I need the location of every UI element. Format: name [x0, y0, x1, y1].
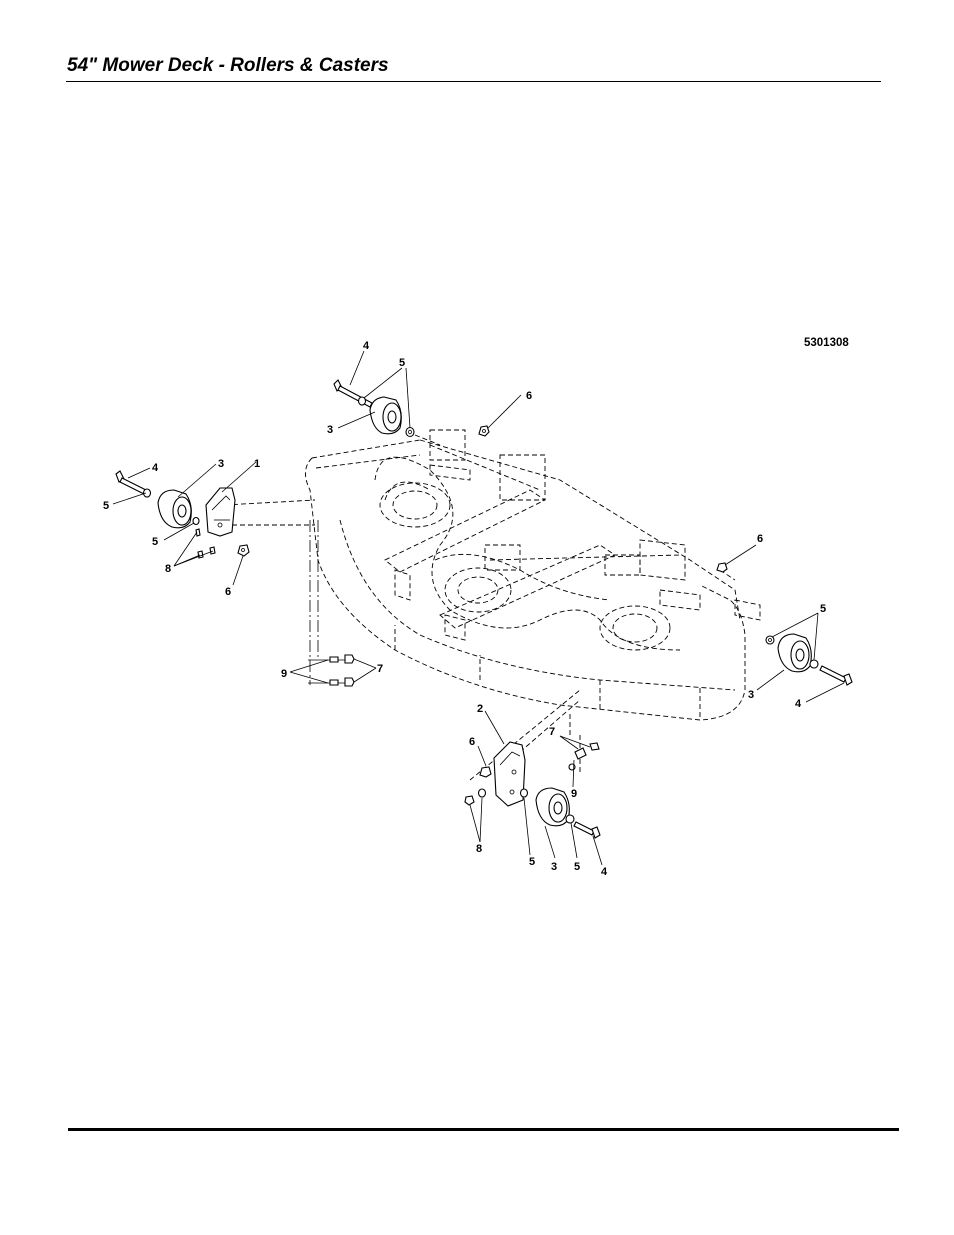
roller-3-left — [157, 489, 192, 529]
nut-6-right — [716, 562, 728, 573]
footer-divider — [68, 1128, 899, 1131]
callout-6: 6 — [469, 736, 475, 748]
bolt-4-lower — [573, 821, 601, 839]
bolt-8-lower — [464, 788, 487, 806]
washer-5-right-2 — [809, 659, 819, 669]
washer-5-top-2 — [405, 426, 415, 438]
callout-4: 4 — [363, 340, 370, 352]
nut-6-left — [237, 544, 250, 557]
callout-7: 7 — [549, 726, 555, 738]
title-divider — [66, 81, 881, 82]
callout-5: 5 — [820, 603, 826, 615]
washer-5-lower — [519, 788, 529, 798]
callout-5: 5 — [529, 856, 535, 868]
roller-3-lower — [535, 787, 570, 827]
callout-3: 3 — [748, 689, 754, 701]
callout-5: 5 — [399, 357, 405, 369]
left-fasteners-7-9 — [329, 654, 355, 687]
bolt-4-right — [819, 665, 853, 686]
roller-3-right — [777, 633, 812, 673]
callout-9: 9 — [281, 668, 287, 680]
page-title: 54" Mower Deck - Rollers & Casters — [67, 55, 389, 76]
callout-7: 7 — [377, 663, 383, 675]
bolt-8-left — [195, 528, 216, 559]
bracket-2 — [493, 741, 526, 807]
callout-labels: 5301308 4 5 6 3 4 3 1 5 5 8 6 6 5 9 7 3 … — [103, 337, 849, 878]
caster-shaft-lines — [308, 520, 345, 685]
callout-3: 3 — [551, 861, 557, 873]
mower-deck — [224, 429, 761, 781]
callout-8: 8 — [165, 563, 171, 575]
left-roller-assembly — [115, 470, 250, 559]
callout-6: 6 — [757, 533, 763, 545]
lower-caster-assembly — [464, 741, 601, 839]
nut-6-top — [478, 425, 490, 437]
washer-5-top — [357, 396, 367, 406]
callout-9: 9 — [571, 788, 577, 800]
roller-3-top — [369, 396, 402, 435]
callout-1: 1 — [254, 458, 260, 470]
washer-5-lower-2 — [565, 814, 575, 824]
top-roller-assembly — [333, 379, 415, 438]
bolt-4-left — [115, 470, 151, 497]
washer-5-right — [765, 635, 775, 645]
washer-5-left-2 — [192, 516, 200, 526]
right-roller-assembly — [716, 562, 853, 686]
callout-4: 4 — [152, 462, 159, 474]
callout-6: 6 — [225, 586, 231, 598]
callout-4: 4 — [795, 698, 802, 710]
callout-5: 5 — [574, 861, 580, 873]
callout-5: 5 — [103, 500, 109, 512]
washer-5-left — [142, 488, 152, 498]
callout-6: 6 — [526, 390, 532, 402]
callout-3: 3 — [327, 424, 333, 436]
nut-6-lower — [479, 766, 492, 778]
callout-2: 2 — [477, 703, 483, 715]
callout-4: 4 — [601, 866, 608, 878]
drawing-number: 5301308 — [804, 337, 849, 349]
callout-8: 8 — [476, 843, 482, 855]
bolt-4-top — [333, 379, 373, 408]
bracket-1 — [205, 487, 236, 537]
fasteners-7-9-lower — [568, 742, 600, 771]
callout-5: 5 — [152, 536, 158, 548]
callout-3: 3 — [218, 458, 224, 470]
leader-lines — [112, 350, 845, 866]
